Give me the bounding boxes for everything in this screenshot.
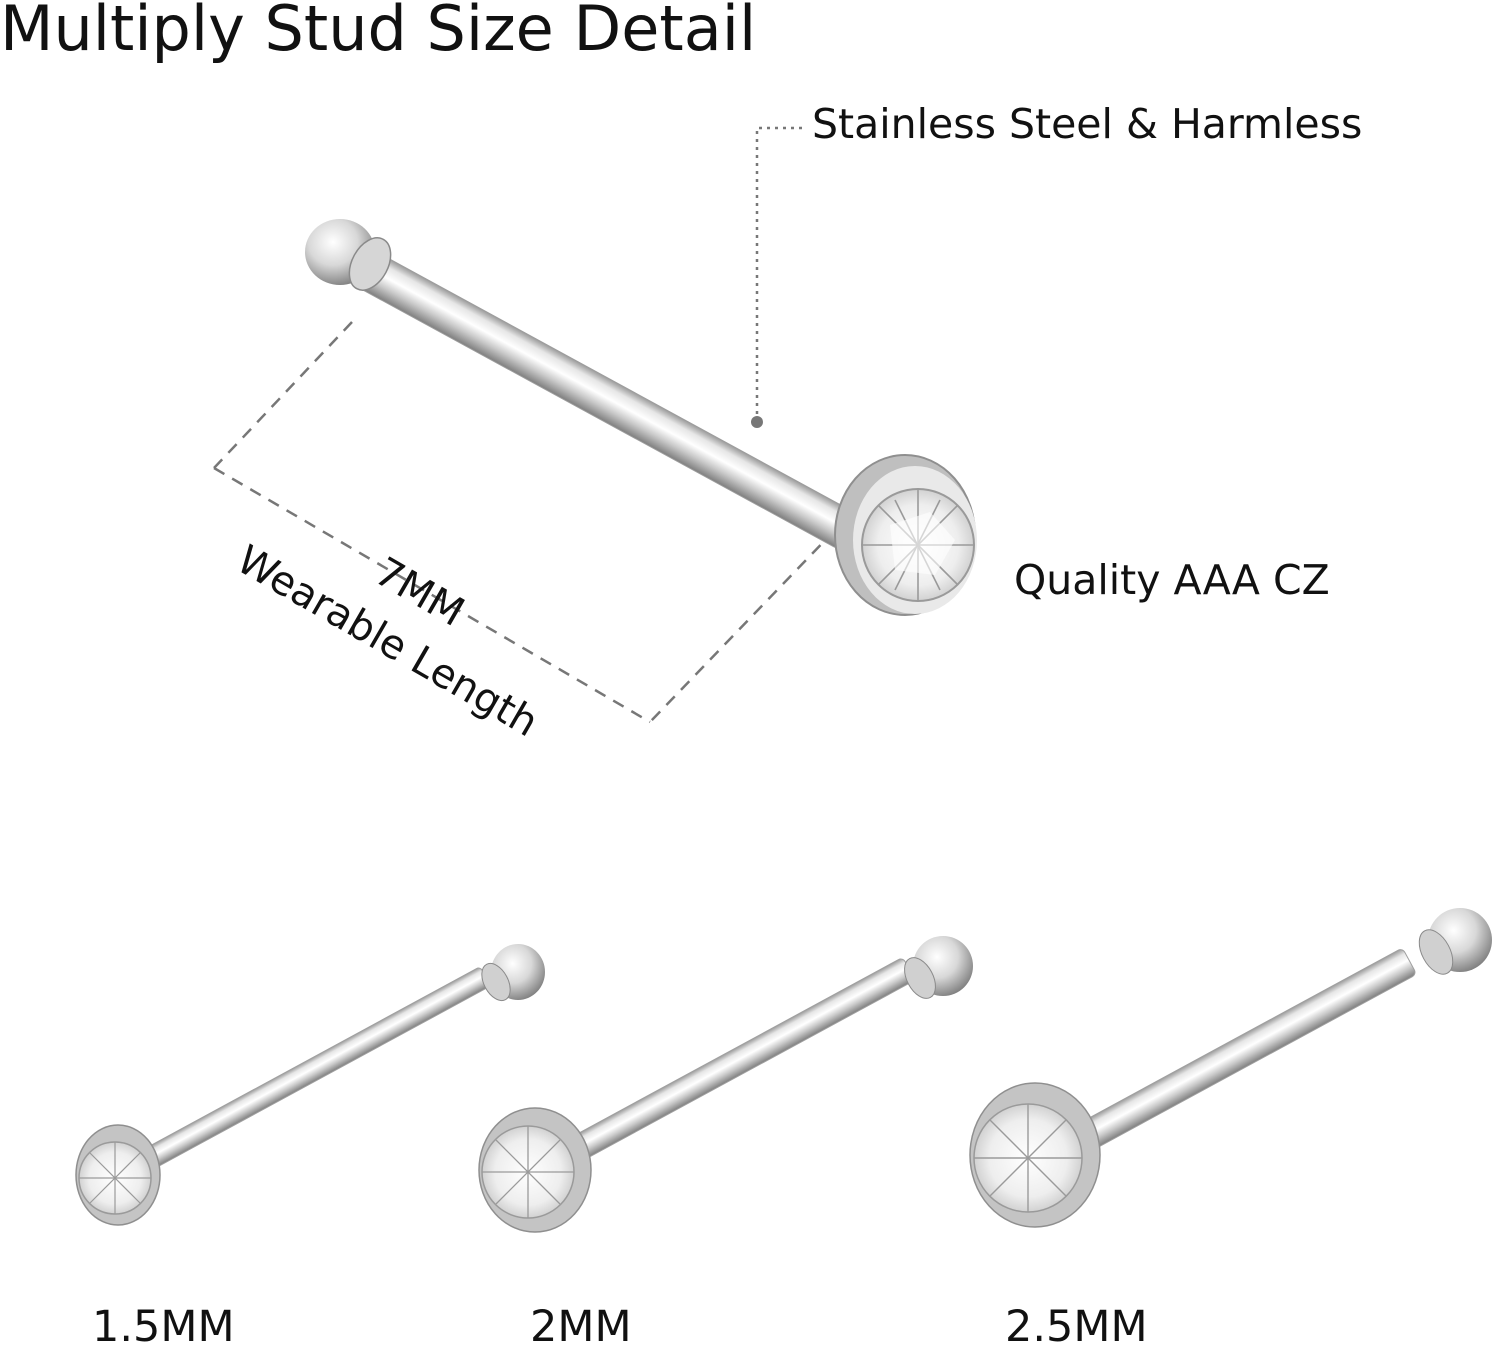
length-dimension-lines [213,321,836,724]
stud-2-5mm [969,908,1492,1228]
size-label-2mm: 2MM [530,1302,632,1352]
material-leader-line [751,126,802,428]
main-stud-gem-head [834,454,977,616]
main-stud [305,219,977,616]
stone-callout: Quality AAA CZ [1014,556,1330,604]
stud-1-5mm [75,944,545,1226]
size-label-2-5mm: 2.5MM [1005,1302,1148,1352]
size-label-1-5mm: 1.5MM [92,1302,235,1352]
stud-2mm [478,936,973,1233]
main-stud-ball-end [305,219,392,291]
page-title: Multiply Stud Size Detail [0,0,757,65]
main-stud-post [349,248,857,548]
material-callout: Stainless Steel & Harmless [812,100,1363,148]
